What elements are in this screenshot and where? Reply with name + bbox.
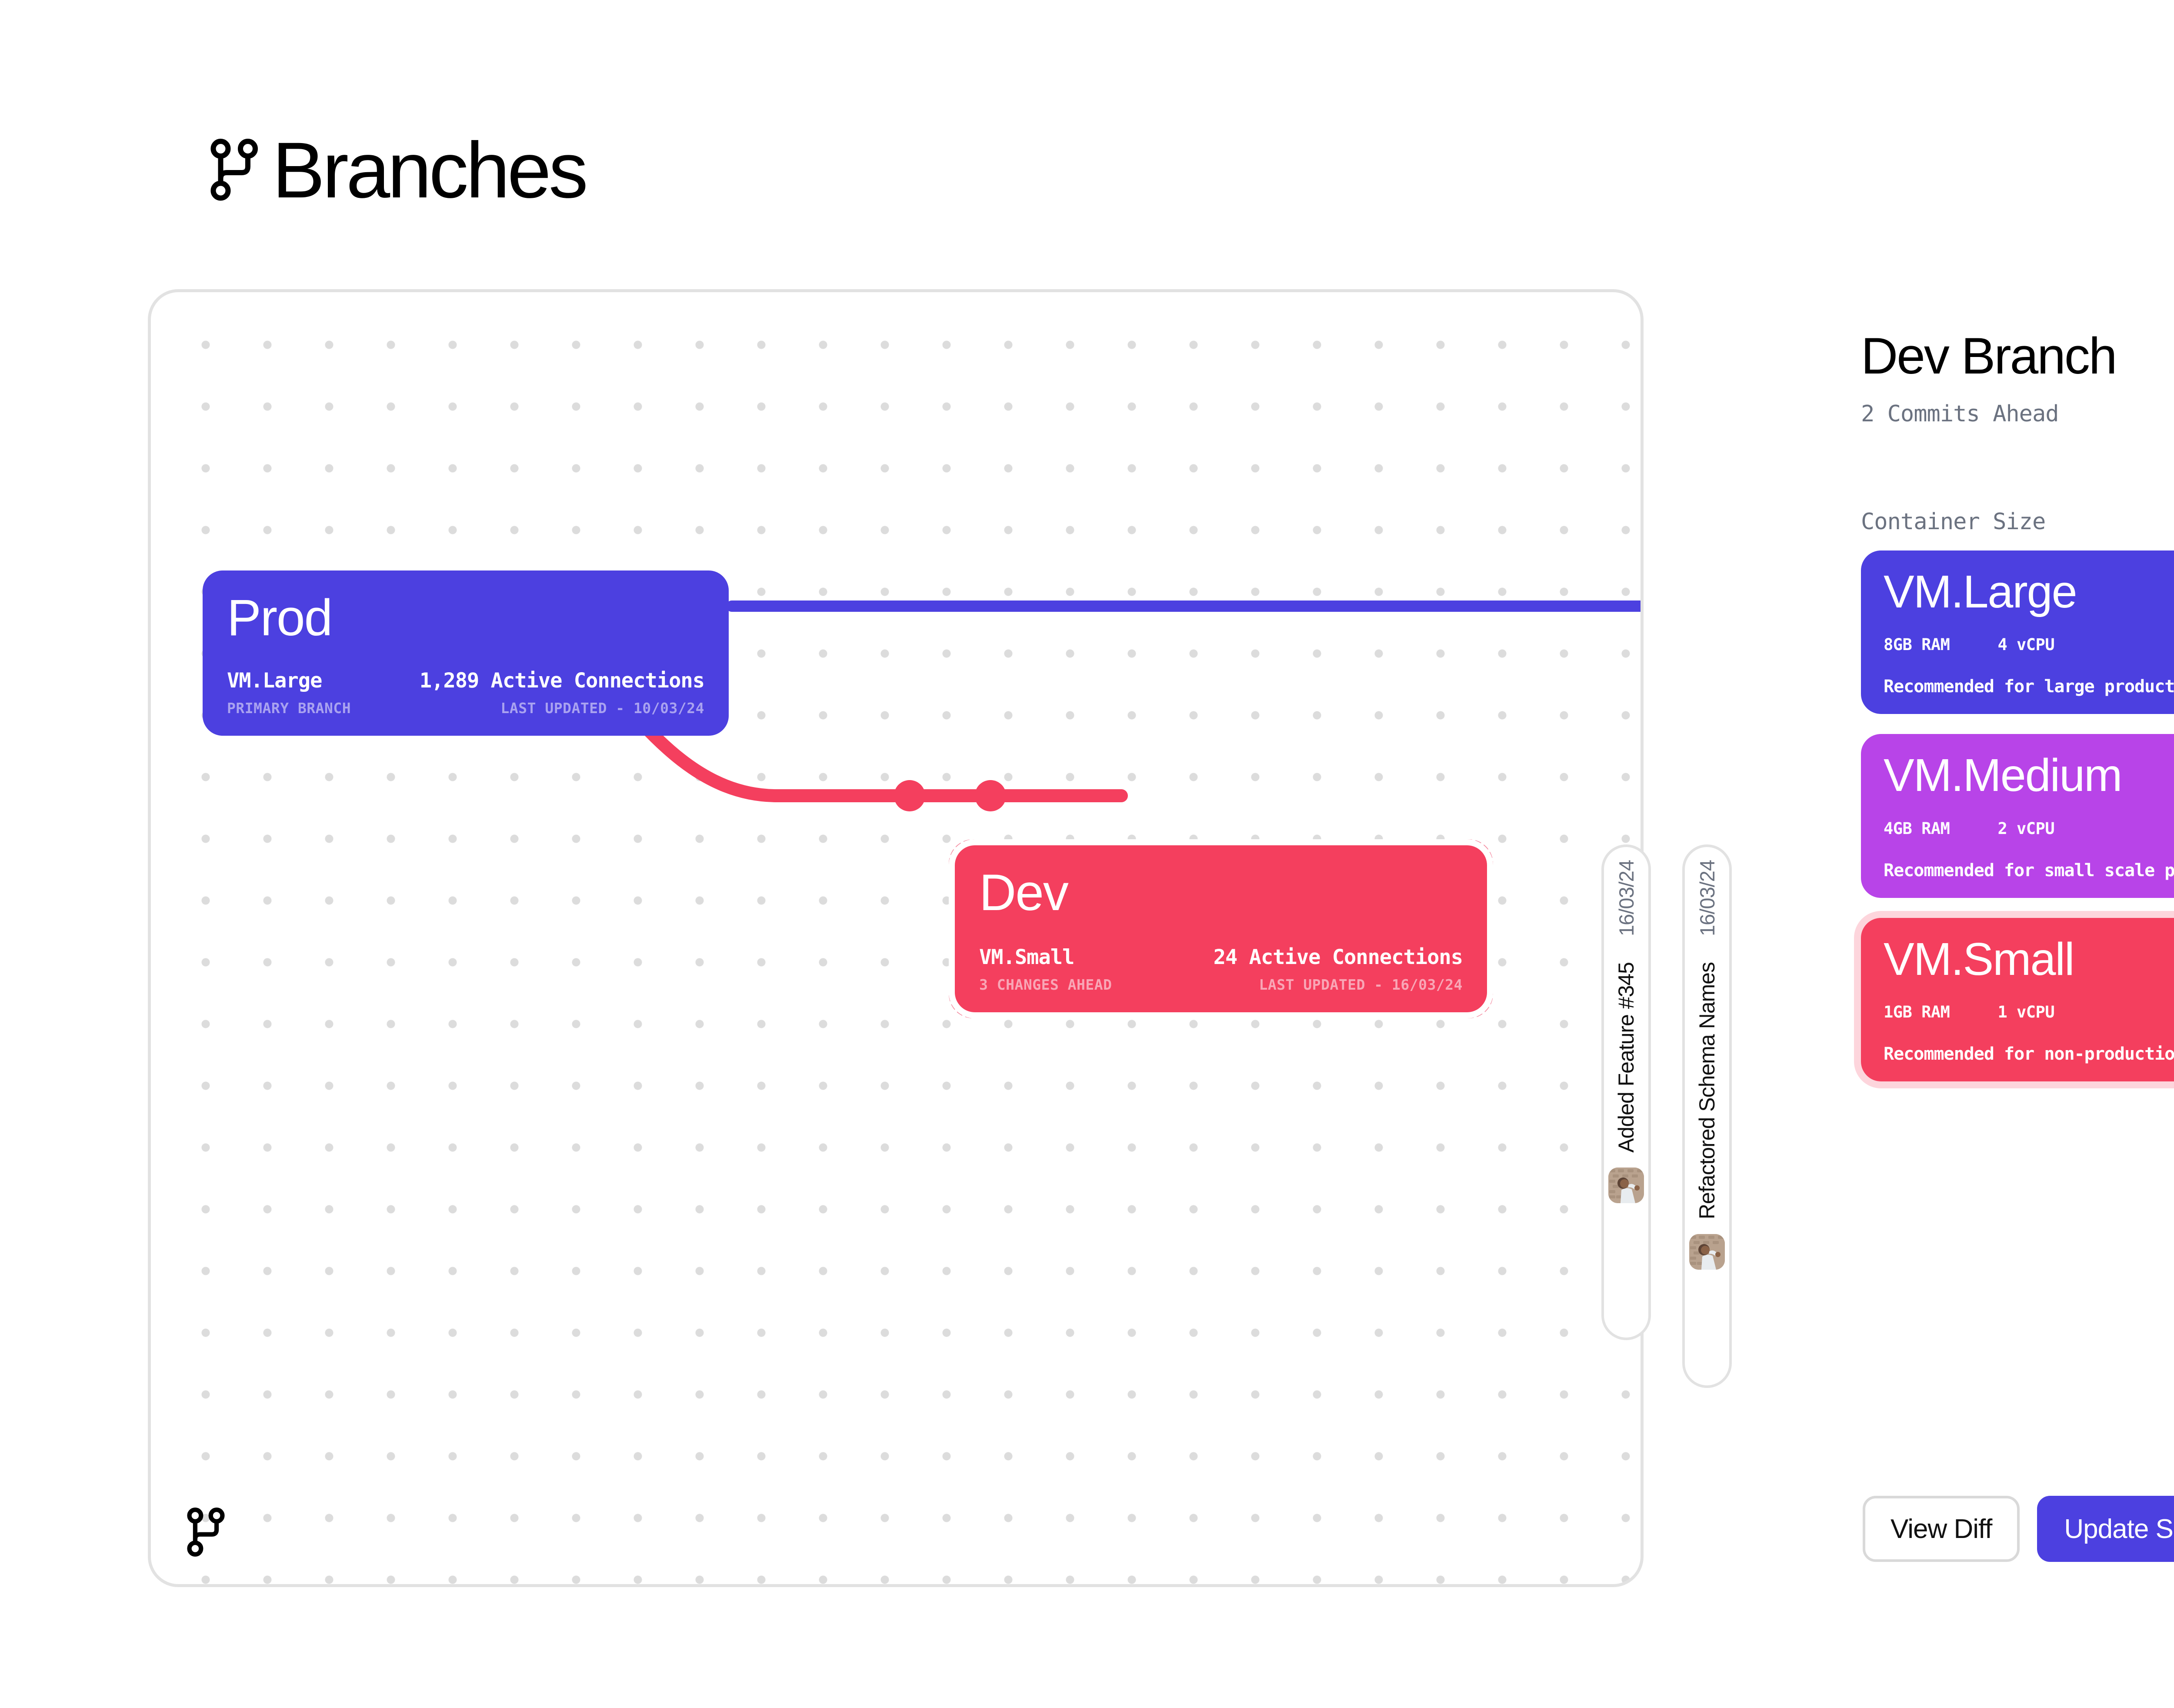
brand-header: Branches xyxy=(209,126,588,214)
branch-last-updated: LAST UPDATED - 10/03/24 xyxy=(500,700,704,717)
size-description: Recommended for non-production workloads xyxy=(1884,1044,2174,1064)
commit-title: Refactored Schema Names xyxy=(1695,962,1719,1220)
branch-status: 3 CHANGES AHEAD xyxy=(979,976,1112,993)
size-cpu: 1 vCPU xyxy=(1997,1002,2055,1021)
size-option-vm-small[interactable]: VM.Small 1GB RAM 1 vCPU Recommended for … xyxy=(1861,917,2174,1081)
view-diff-button[interactable]: View Diff xyxy=(1863,1496,2020,1562)
branch-name: Prod xyxy=(227,589,333,647)
git-branch-icon xyxy=(186,1507,227,1558)
detail-panel: Dev Branch 2 Commits Ahead Container Siz… xyxy=(1861,330,2174,1081)
branch-card-dev[interactable]: Dev VM.Small 24 Active Connections 3 CHA… xyxy=(955,845,1487,1012)
branch-card-dev-wrapper: Dev VM.Small 24 Active Connections 3 CHA… xyxy=(949,839,1493,1018)
commit-date: 16/03/24 xyxy=(1695,860,1719,936)
selection-outline xyxy=(949,839,1493,1018)
size-specs: 8GB RAM 4 vCPU xyxy=(1884,635,2174,654)
size-name: VM.Small xyxy=(1884,933,2075,985)
size-cpu: 4 vCPU xyxy=(1997,635,2055,654)
user-avatar xyxy=(1689,1234,1725,1270)
container-size-list: VM.Large 8GB RAM 4 vCPU Recommended for … xyxy=(1861,550,2174,1081)
size-ram: 4GB RAM xyxy=(1884,819,1950,838)
branch-status: PRIMARY BRANCH xyxy=(227,700,351,717)
size-name: VM.Large xyxy=(1884,566,2077,617)
size-option-vm-medium[interactable]: VM.Medium 4GB RAM 2 vCPU Recommended for… xyxy=(1861,734,2174,898)
branch-vm-size: VM.Large xyxy=(227,669,322,693)
branch-meta: VM.Large 1,289 Active Connections PRIMAR… xyxy=(227,669,705,717)
size-description: Recommended for small scale production w… xyxy=(1884,860,2174,881)
commit-date: 16/03/24 xyxy=(1614,860,1638,936)
update-schema-button[interactable]: Update Schema xyxy=(2037,1496,2174,1562)
branch-vm-size: VM.Small xyxy=(979,945,1074,969)
branch-connections: 1,289 Active Connections xyxy=(419,669,705,693)
size-specs: 1GB RAM 1 vCPU xyxy=(1884,1003,2174,1021)
size-description: Recommended for large production workloa… xyxy=(1884,677,2174,697)
commit-title: Added Feature #345 xyxy=(1614,962,1638,1153)
commit-card[interactable]: 16/03/24 Refactored Schema Names xyxy=(1682,844,1732,1388)
size-name: VM.Medium xyxy=(1884,750,2122,801)
brand-title: Branches xyxy=(272,126,588,214)
page-title: Dev Branch xyxy=(1861,327,2117,385)
action-bar: View Diff Update Schema New PR xyxy=(1863,1496,2174,1562)
container-size-label: Container Size xyxy=(1861,509,2046,535)
user-avatar xyxy=(1608,1167,1644,1203)
branch-last-updated: LAST UPDATED - 16/03/24 xyxy=(1259,976,1463,993)
branch-card-prod[interactable]: Prod VM.Large 1,289 Active Connections P… xyxy=(203,570,729,736)
size-option-vm-large[interactable]: VM.Large 8GB RAM 4 vCPU Recommended for … xyxy=(1861,550,2174,714)
branch-connections: 24 Active Connections xyxy=(1213,945,1463,969)
commits-ahead-status: 2 Commits Ahead xyxy=(1861,401,2059,427)
branch-name: Dev xyxy=(979,864,1069,921)
size-specs: 4GB RAM 2 vCPU xyxy=(1884,819,2174,838)
branch-meta: VM.Small 24 Active Connections 3 CHANGES… xyxy=(979,945,1463,993)
commit-card[interactable]: 16/03/24 Added Feature #345 xyxy=(1601,844,1651,1340)
git-branch-icon xyxy=(209,137,261,203)
size-ram: 8GB RAM xyxy=(1884,635,1950,654)
size-cpu: 2 vCPU xyxy=(1997,819,2055,838)
size-ram: 1GB RAM xyxy=(1884,1002,1950,1021)
